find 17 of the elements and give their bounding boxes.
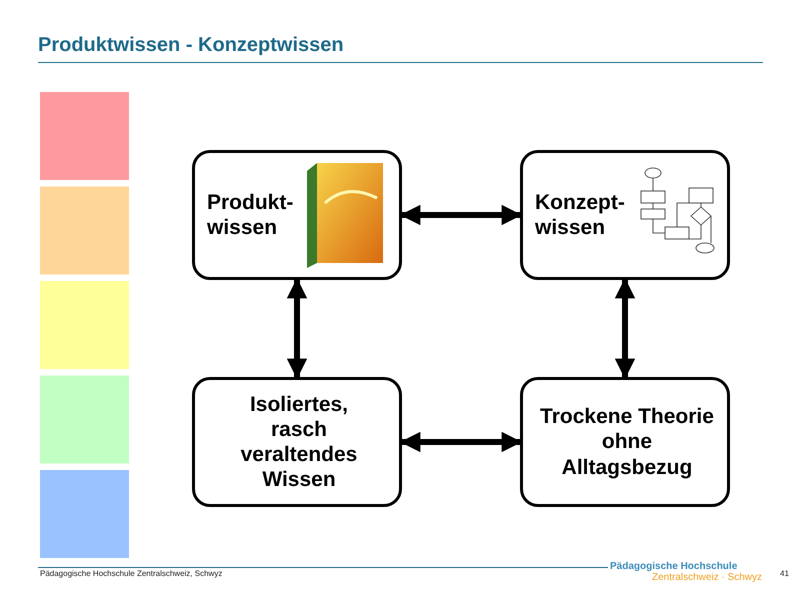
double-arrow	[614, 278, 636, 380]
process-box	[192, 377, 402, 507]
page-number: 41	[780, 569, 789, 578]
double-arrow	[400, 204, 522, 226]
school-location: Zentralschweiz · Schwyz	[652, 572, 762, 583]
process-box	[520, 377, 730, 507]
double-arrow	[400, 432, 522, 452]
box-label: Trockene Theorie ohne Alltagsbezug	[540, 404, 714, 480]
box-label: Isoliertes, rasch veraltendes Wissen	[240, 392, 358, 492]
process-box	[192, 150, 402, 280]
box-label: Produkt- wissen	[207, 190, 294, 240]
box-label: Konzept- wissen	[535, 190, 626, 240]
double-arrow	[286, 278, 308, 380]
school-name: Pädagogische Hochschule	[610, 561, 738, 572]
process-box	[520, 150, 730, 280]
slide-title: Produktwissen - Konzeptwissen	[38, 34, 344, 57]
footer-text: Pädagogische Hochschule Zentralschweiz, Schwyz	[40, 569, 222, 578]
